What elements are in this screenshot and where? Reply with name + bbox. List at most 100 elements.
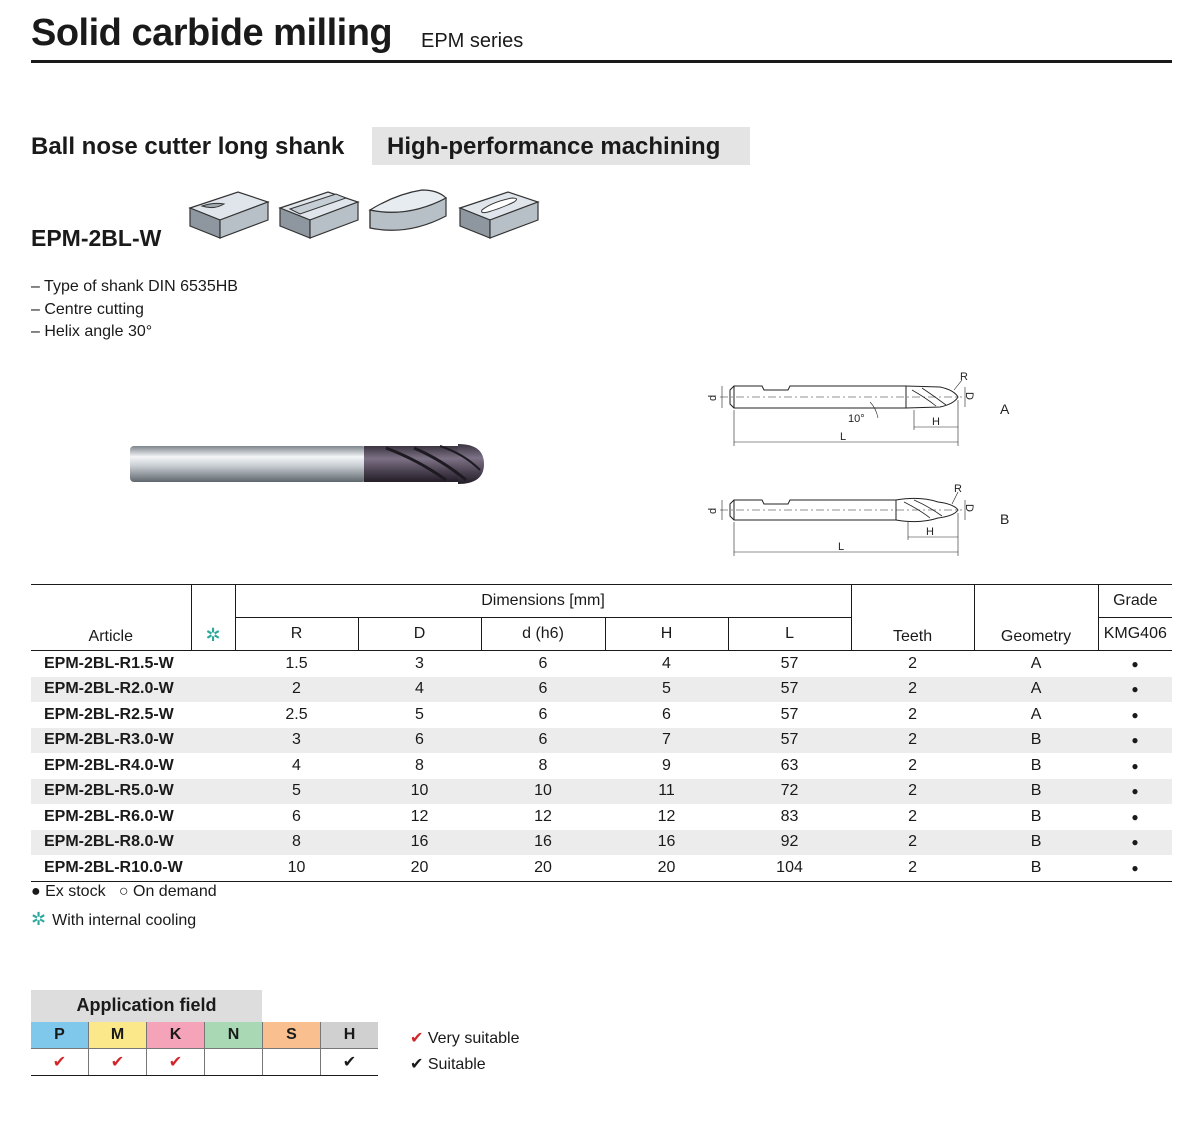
l-cell: 57: [780, 654, 799, 672]
column-header-r: R: [234, 617, 358, 651]
l-cell: 83: [780, 807, 799, 825]
teeth-cell: 2: [851, 676, 975, 702]
d-cell: 3: [415, 654, 424, 672]
h-cell: 4: [662, 654, 671, 672]
teeth-cell: 2: [908, 807, 917, 825]
geometry-cell: A: [1030, 705, 1042, 723]
variant-b-label: B: [1000, 511, 1009, 527]
grade-cell: ●: [1098, 676, 1173, 702]
diagram-label-l: L: [838, 541, 844, 553]
article-cell: EPM-2BL-R10.0-W: [31, 855, 191, 882]
cooling-cell: [191, 651, 235, 677]
diagram-label-d: d: [707, 508, 719, 514]
l-cell: 57: [728, 676, 852, 702]
variant-a-label: A: [1000, 401, 1010, 417]
feature-item: – Helix angle 30°: [31, 323, 153, 340]
material-n-suitability: [204, 1048, 263, 1076]
grade-cell: ●: [1098, 829, 1173, 855]
diagram-label-h: H: [932, 416, 940, 428]
column-header-cooling-icon: ✲: [190, 584, 235, 651]
teeth-cell: 2: [851, 727, 975, 753]
teeth-cell: 2: [851, 778, 975, 804]
teeth-cell: 2: [908, 654, 917, 672]
l-cell: 72: [728, 778, 852, 804]
article-cell: EPM-2BL-R8.0-W: [31, 829, 191, 855]
column-header-d-h6: d (h6): [480, 617, 605, 651]
dh6-cell: 6: [538, 654, 548, 672]
section-title: Ball nose cutter long shank: [31, 133, 345, 160]
cooling-cell: [191, 778, 235, 804]
h-cell: 7: [605, 727, 728, 753]
r-cell: 10: [235, 855, 358, 882]
dh6-cell: 6: [538, 705, 548, 723]
d-cell: 10: [358, 778, 481, 804]
red-check-icon: ✔: [410, 1030, 424, 1047]
grade-cell: ●: [1131, 758, 1139, 773]
page-title: Solid carbide milling: [31, 12, 393, 54]
geometry-cell: B: [974, 727, 1099, 753]
h-cell: 6: [662, 705, 671, 723]
column-header-teeth: Teeth: [850, 584, 975, 651]
geometry-cell: B: [1030, 756, 1042, 774]
material-m: M: [88, 1022, 147, 1049]
product-code: EPM-2BL-W: [31, 225, 162, 251]
cooling-cell: [191, 727, 235, 753]
article-cell: EPM-2BL-R4.0-W: [44, 756, 174, 774]
geometry-cell: B: [1030, 807, 1042, 825]
h-cell: 16: [605, 829, 728, 855]
grade-cell: ●: [1131, 809, 1139, 824]
performance-badge: High-performance machining: [372, 127, 750, 165]
material-h: H: [320, 1022, 378, 1049]
dh6-cell: 12: [534, 807, 552, 825]
r-cell: 2: [235, 676, 358, 702]
article-cell: EPM-2BL-R5.0-W: [31, 778, 191, 804]
column-header-d: D: [357, 617, 481, 651]
feature-item: – Centre cutting: [31, 300, 144, 318]
material-k: K: [146, 1022, 205, 1049]
grade-cell: ●: [1131, 707, 1139, 722]
h-cell: 12: [657, 807, 676, 825]
diagram-label-outer-d: D: [963, 392, 975, 400]
very-suitable-legend: ✔ Very suitable: [410, 1026, 519, 1052]
diagram-label-r: R: [954, 483, 962, 495]
teeth-cell: 2: [908, 705, 917, 723]
teeth-cell: 2: [851, 855, 975, 882]
material-n: N: [204, 1022, 263, 1049]
teeth-cell: 2: [908, 756, 917, 774]
geometry-cell: B: [974, 855, 1099, 882]
article-cell: EPM-2BL-R1.5-W: [44, 654, 174, 672]
d-cell: 8: [415, 756, 424, 774]
stock-legend: ● Ex stock ○ On demand: [31, 883, 217, 900]
specification-table: Article ✲ Dimensions [mm] Teeth Geometry…: [31, 584, 1173, 882]
check-icon: ✔: [410, 1056, 424, 1073]
material-h-suitability: ✔: [320, 1048, 378, 1076]
material-s-suitability: [262, 1048, 321, 1076]
l-cell: 57: [728, 727, 852, 753]
diagram-label-outer-d: D: [963, 504, 975, 512]
diagram-label-angle: 10°: [848, 413, 865, 425]
dh6-cell: 20: [481, 855, 605, 882]
dh6-cell: 10: [481, 778, 605, 804]
cooling-icon: ✲: [31, 909, 47, 929]
material-p-suitability: ✔: [31, 1048, 89, 1076]
column-header-grade-kmg406: KMG406: [1097, 617, 1173, 651]
feature-item: – Type of shank DIN 6535HB: [31, 278, 238, 295]
application-field-header: Application field: [31, 990, 262, 1022]
geometry-cell: A: [974, 676, 1099, 702]
feature-list: – Type of shank DIN 6535HB – Centre cutt…: [31, 276, 238, 344]
material-k-suitability: ✔: [146, 1048, 205, 1076]
geometry-cell: A: [1030, 654, 1042, 672]
article-cell: EPM-2BL-R6.0-W: [44, 807, 174, 825]
d-cell: 12: [410, 807, 429, 825]
r-cell: 8: [235, 829, 358, 855]
dh6-cell: 8: [538, 756, 548, 774]
l-cell: 92: [728, 829, 852, 855]
very-suitable-text: Very suitable: [427, 1030, 520, 1047]
